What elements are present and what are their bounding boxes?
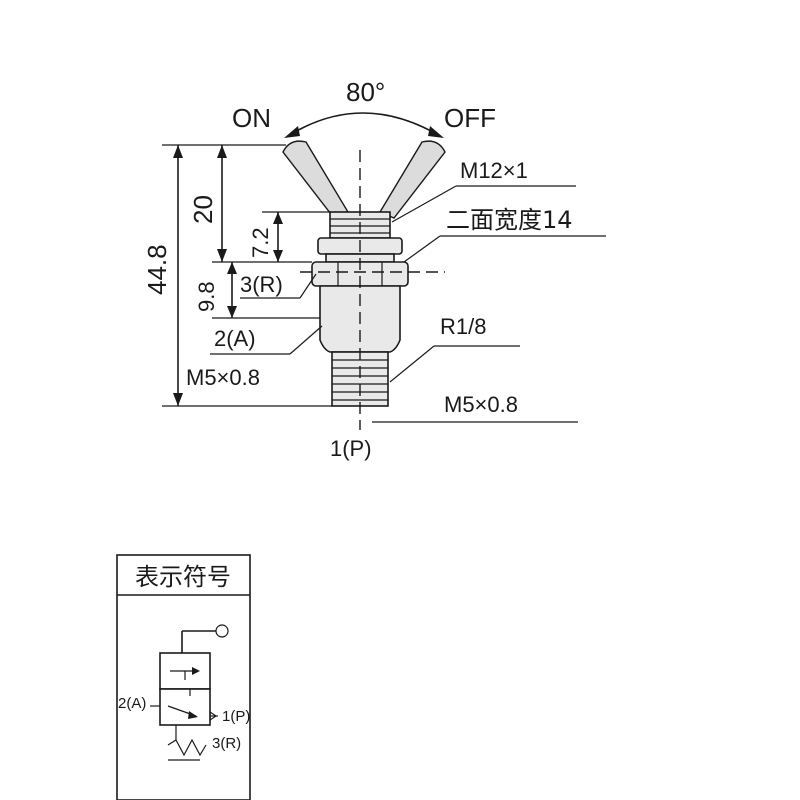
on-label: ON [232, 103, 271, 133]
lever-off [378, 140, 446, 219]
off-label: OFF [444, 103, 496, 133]
right-thread-label: M5×0.8 [444, 392, 518, 417]
width-across-flats-label: 二面宽度14 [446, 206, 573, 234]
lever-on [282, 140, 350, 219]
dim-20-label: 20 [188, 195, 218, 224]
symbol-box-title: 表示符号 [135, 563, 231, 591]
dim-overall-label: 44.8 [142, 244, 172, 295]
pneumatic-symbol [150, 624, 229, 761]
dim-9-8-label: 9.8 [194, 281, 219, 312]
port-r-label: 3(R) [240, 272, 283, 297]
port-p-label: 1(P) [330, 436, 372, 461]
port-a-label: 2(A) [214, 326, 256, 351]
symbol-port-a-label: 2(A) [118, 695, 146, 712]
angle-arc [287, 112, 441, 137]
angle-arrow-right [428, 126, 444, 138]
left-thread-label: M5×0.8 [186, 365, 260, 390]
lower-thread [331, 351, 389, 407]
symbol-port-r-label: 3(R) [212, 735, 241, 752]
pipe-thread-label: R1/8 [440, 314, 486, 339]
dim-7-2-label: 7.2 [248, 227, 273, 258]
thread-top-label: M12×1 [460, 158, 528, 183]
symbol-port-p-label: 1(P) [222, 708, 250, 725]
angle-label: 80° [346, 77, 385, 107]
angle-arrow-left [284, 126, 300, 138]
